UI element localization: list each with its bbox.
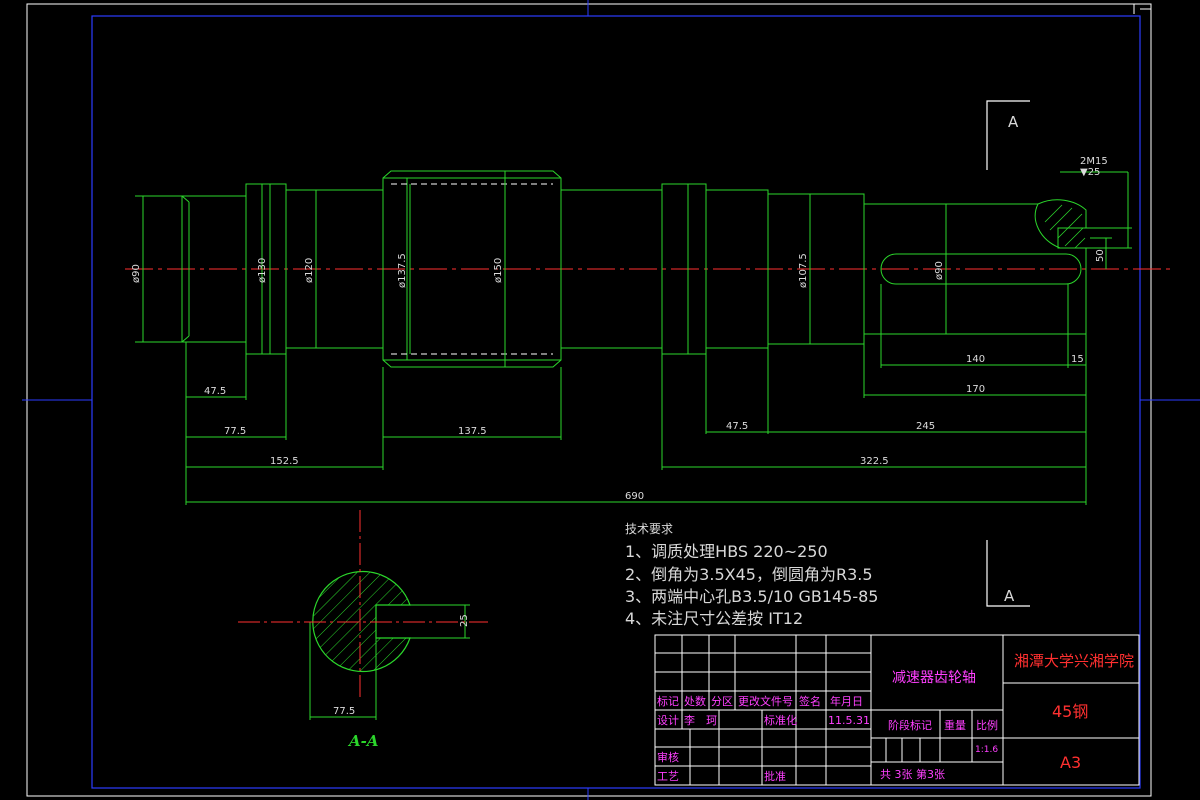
- section-view-label: A-A: [347, 732, 379, 750]
- review-label: 审核: [657, 750, 679, 764]
- section-cut-mark-top: [986, 100, 1030, 170]
- section-letter-top: A: [1008, 113, 1019, 131]
- title-block-text: 标记 处数 分区 更改文件号 签名 年月日 设计 李 珂 标准化 11.5.31…: [657, 652, 1134, 783]
- shaft-outline: [181, 170, 1087, 368]
- dia-label-107-5: ø107.5: [798, 253, 809, 288]
- part-name: 减速器齿轮轴: [892, 670, 976, 686]
- tech-req-item-2: 2、倒角为3.5X45，倒圆角为R3.5: [625, 565, 873, 584]
- dim-47-5-left: 47.5: [204, 386, 226, 397]
- section-cut-mark-bottom: [986, 540, 1030, 607]
- paper-size: A3: [1060, 753, 1081, 772]
- dia-label-130: ø130: [257, 258, 268, 283]
- process-label: 工艺: [657, 770, 679, 783]
- standardize-label: 标准化: [764, 713, 797, 727]
- dia-label-90-left: ø90: [131, 264, 142, 283]
- scale-value: 1:1.6: [975, 745, 998, 755]
- section-hatch-end: [1044, 204, 1086, 249]
- keyway-depth-label: 50: [1095, 249, 1106, 262]
- dim-137-5: 137.5: [458, 426, 487, 437]
- dim-322-5: 322.5: [860, 456, 889, 467]
- dim-152-5: 152.5: [270, 456, 299, 467]
- design-label: 设计: [657, 714, 679, 727]
- designer-name: 李 珂: [684, 713, 717, 727]
- dim-245: 245: [916, 421, 935, 432]
- dim-15: 15: [1071, 354, 1084, 365]
- school-name: 湘潭大学兴湘学院: [1014, 652, 1134, 670]
- approve-label: 批准: [764, 769, 786, 783]
- section-view-a-a: [238, 510, 488, 720]
- dim-77-5: 77.5: [224, 426, 246, 437]
- dim-140: 140: [966, 354, 985, 365]
- diameter-dimension-lines: [135, 171, 947, 367]
- keyway-callout-line1: 2M15: [1080, 156, 1108, 167]
- title-block: [654, 634, 1140, 786]
- technical-requirements: 技术要求 1、调质处理HBS 220~250 2、倒角为3.5X45，倒圆角为R…: [625, 522, 879, 628]
- dim-690: 690: [625, 491, 644, 502]
- dia-label-120: ø120: [304, 258, 315, 283]
- title-header-3: 分区: [711, 695, 733, 708]
- title-header-6: 年月日: [830, 694, 863, 708]
- stage-label: 阶段标记: [888, 718, 932, 732]
- tech-req-item-3: 3、两端中心孔B3.5/10 GB145-85: [625, 587, 879, 606]
- title-header-5: 签名: [799, 694, 821, 708]
- section-letter-bottom: A: [1004, 587, 1015, 605]
- dia-label-90-right: ø90: [934, 261, 945, 280]
- scale-label: 比例: [976, 718, 998, 732]
- tech-req-title: 技术要求: [625, 522, 673, 536]
- gear-root-lines: [391, 183, 553, 355]
- tech-req-item-4: 4、未注尺寸公差按 IT12: [625, 609, 803, 628]
- weight-label: 重量: [944, 718, 966, 732]
- design-date: 11.5.31: [828, 714, 870, 727]
- tech-req-item-1: 1、调质处理HBS 220~250: [625, 542, 828, 561]
- keyway-callout-line2: ▼25: [1080, 167, 1100, 178]
- material: 45钢: [1052, 702, 1088, 721]
- section-dim-77-5: 77.5: [333, 706, 355, 717]
- dim-47-5-right: 47.5: [726, 421, 748, 432]
- title-header-2: 处数: [684, 695, 706, 708]
- diameter-labels: ø90 ø130 ø120 ø137.5 ø150 ø107.5 ø90: [131, 253, 945, 288]
- dia-label-137-5: ø137.5: [397, 253, 408, 288]
- sheet-frame: [22, 0, 1200, 800]
- title-header-4: 更改文件号: [738, 694, 793, 708]
- title-header-1: 标记: [657, 694, 679, 708]
- keyway-callout: [1060, 171, 1132, 269]
- section-dim-25: 25: [459, 614, 470, 627]
- length-dimension-labels: 47.5 77.5 152.5 137.5 690 140 15 170 47.…: [204, 354, 1084, 502]
- dim-170: 170: [966, 384, 985, 395]
- dia-label-150: ø150: [493, 258, 504, 283]
- length-dimension-lines: [185, 284, 1087, 505]
- sheet-count: 共 3张 第3张: [880, 767, 945, 781]
